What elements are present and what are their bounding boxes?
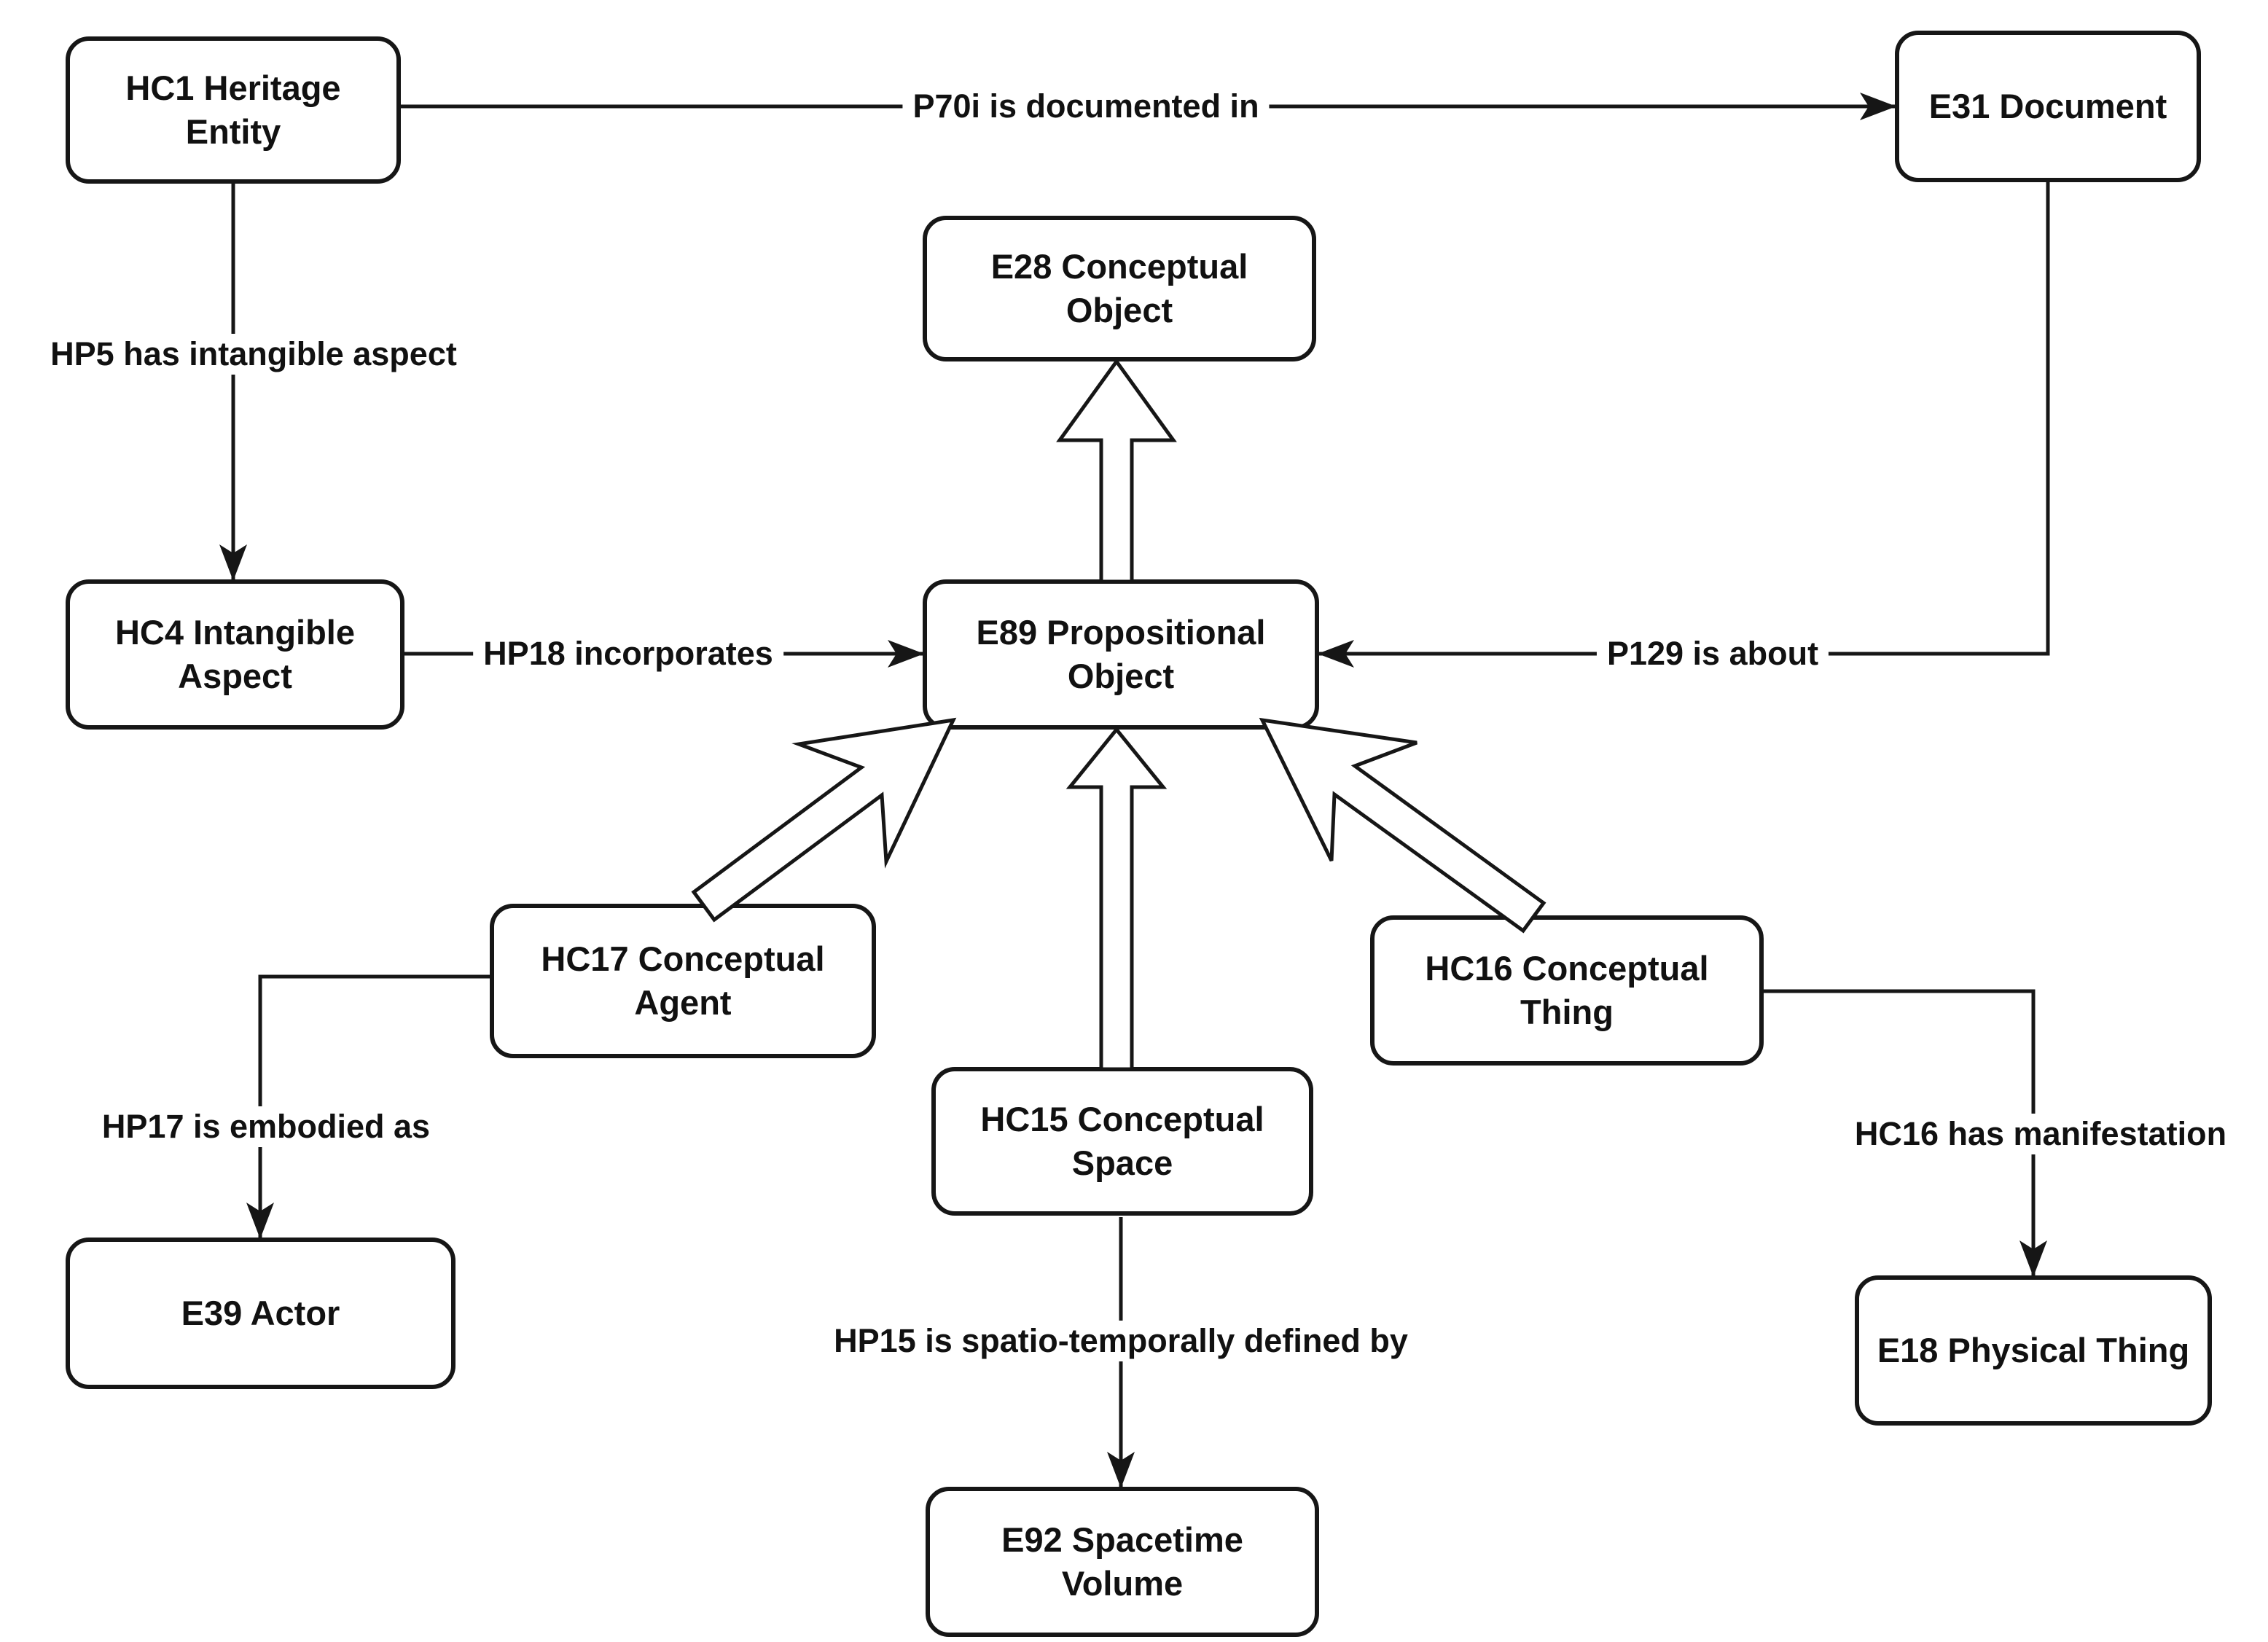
node-label: HC16 Conceptual Thing bbox=[1425, 948, 1709, 1031]
node-hc17-conceptual-agent: HC17 Conceptual Agent bbox=[490, 904, 876, 1058]
node-label: E31 Document bbox=[1928, 86, 2167, 125]
generalization-arrow-hc17-to-e89 bbox=[691, 717, 957, 923]
node-e31-document: E31 Document bbox=[1895, 31, 2201, 182]
node-label: HC17 Conceptual Agent bbox=[541, 939, 825, 1022]
node-e89-propositional-object: E89 Propositional Object bbox=[923, 579, 1319, 730]
edge-p129-is-about bbox=[1318, 182, 2050, 668]
node-label: HC1 Heritage Entity bbox=[125, 68, 341, 151]
edge-label-hp15: HP15 is spatio-temporally defined by bbox=[824, 1321, 1418, 1361]
node-label: E39 Actor bbox=[181, 1293, 340, 1332]
edge-label-hc16-manifestation: HC16 has manifestation bbox=[1844, 1114, 2237, 1154]
node-e18-physical-thing: E18 Physical Thing bbox=[1855, 1275, 2212, 1426]
node-e28-conceptual-object: E28 Conceptual Object bbox=[923, 216, 1316, 361]
node-e92-spacetime-volume: E92 Spacetime Volume bbox=[926, 1487, 1319, 1637]
node-label: E92 Spacetime Volume bbox=[1001, 1520, 1243, 1603]
node-label: E28 Conceptual Object bbox=[990, 246, 1248, 329]
edge-label-hp5: HP5 has intangible aspect bbox=[40, 334, 467, 375]
edge-label-p129: P129 is about bbox=[1596, 633, 1829, 674]
node-hc16-conceptual-thing: HC16 Conceptual Thing bbox=[1370, 915, 1764, 1066]
node-label: HC4 Intangible Aspect bbox=[114, 612, 356, 695]
node-hc1-heritage-entity: HC1 Heritage Entity bbox=[66, 36, 401, 184]
node-hc15-conceptual-space: HC15 Conceptual Space bbox=[931, 1067, 1313, 1216]
node-label: E89 Propositional Object bbox=[976, 612, 1266, 695]
edge-label-hp17: HP17 is embodied as bbox=[91, 1106, 441, 1147]
generalization-arrow-e89-to-e28 bbox=[1056, 358, 1177, 584]
generalization-arrow-hc16-to-e89 bbox=[1259, 717, 1546, 934]
node-e39-actor: E39 Actor bbox=[66, 1238, 455, 1389]
node-label: E18 Physical Thing bbox=[1877, 1330, 2190, 1369]
node-hc4-intangible-aspect: HC4 Intangible Aspect bbox=[66, 579, 404, 730]
node-label: HC15 Conceptual Space bbox=[980, 1099, 1264, 1182]
generalization-arrow-hc15-to-e89 bbox=[1065, 727, 1168, 1071]
edge-label-p70i: P70i is documented in bbox=[902, 86, 1270, 127]
edge-label-hp18: HP18 incorporates bbox=[473, 633, 783, 674]
